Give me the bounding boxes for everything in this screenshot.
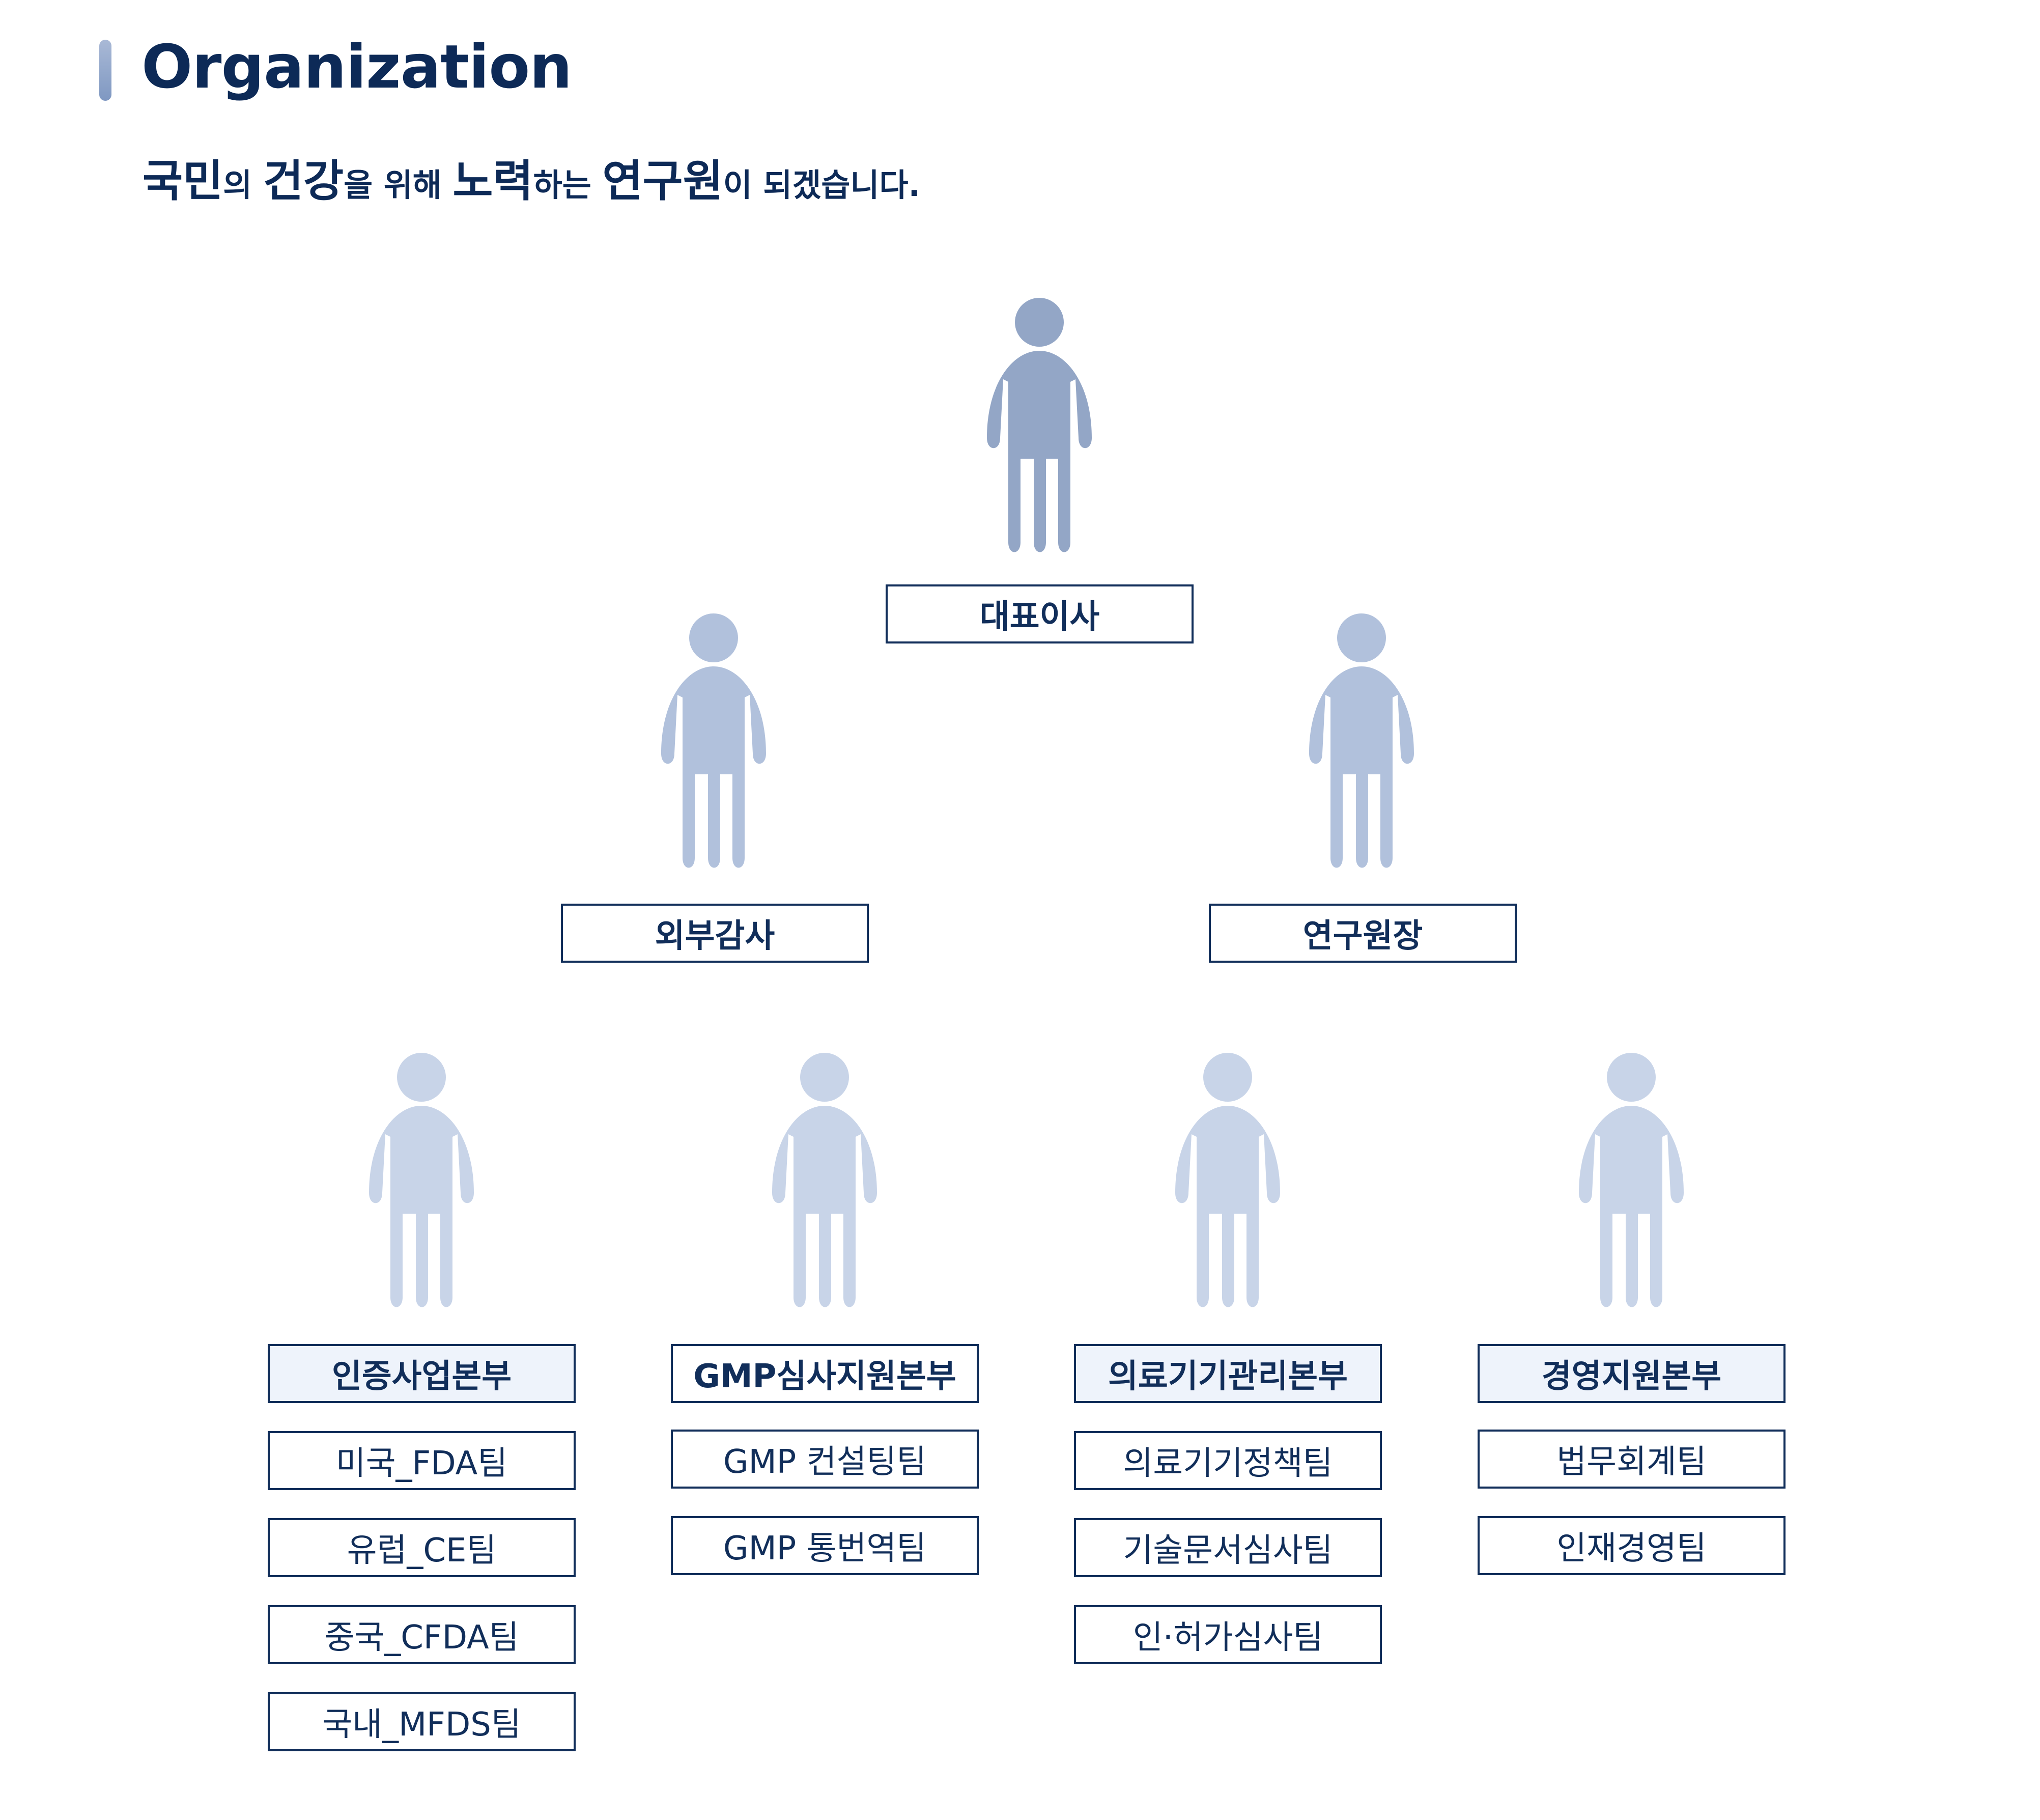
division-medical-device-box: 의료기기관리본부 (1074, 1344, 1382, 1403)
title-accent-bar (99, 40, 111, 101)
slogan-part: 국민 (143, 156, 223, 207)
slogan-part: 이 되겠습니다. (723, 166, 921, 204)
page-title: Organization (141, 32, 572, 102)
team-box: GMP 컨설팅팀 (671, 1430, 979, 1489)
division-gmp-box: GMP심사지원본부 (671, 1344, 979, 1403)
division-person-icon (1568, 1053, 1695, 1307)
slogan-part: 건강 (263, 156, 344, 207)
division-management-box: 경영지원본부 (1478, 1344, 1786, 1403)
team-box: 의료기기정책팀 (1074, 1431, 1382, 1490)
team-box: 미국_FDA팀 (268, 1431, 576, 1490)
team-box: 인·허가심사팀 (1074, 1605, 1382, 1664)
team-box: 인재경영팀 (1478, 1516, 1786, 1575)
slogan-part: 의 (223, 166, 263, 204)
team-box: 기술문서심사팀 (1074, 1518, 1382, 1577)
slogan: 국민의 건강을 위해 노력하는 연구원이 되겠습니다. (143, 145, 920, 209)
slogan-part: 연구원 (602, 156, 723, 207)
team-box: GMP 통번역팀 (671, 1516, 979, 1575)
division-certification-box: 인증사업본부 (268, 1344, 576, 1403)
slogan-part: 노력 (452, 156, 533, 207)
division-person-icon (358, 1053, 485, 1307)
slogan-part: 하는 (533, 166, 603, 204)
team-box: 중국_CFDA팀 (268, 1605, 576, 1664)
slogan-part: 을 위해 (344, 166, 453, 204)
director-box: 연구원장 (1209, 904, 1517, 963)
team-box: 유럽_CE팀 (268, 1518, 576, 1577)
division-person-icon (761, 1053, 888, 1307)
team-box: 법무회계팀 (1478, 1430, 1786, 1489)
ceo-person-icon (976, 298, 1103, 552)
division-person-icon (1164, 1053, 1291, 1307)
ceo-box: 대표이사 (886, 584, 1194, 643)
auditor-box: 외부감사 (561, 904, 869, 963)
team-box: 국내_MFDS팀 (268, 1692, 576, 1751)
auditor-person-icon (650, 613, 777, 868)
director-person-icon (1298, 613, 1425, 868)
